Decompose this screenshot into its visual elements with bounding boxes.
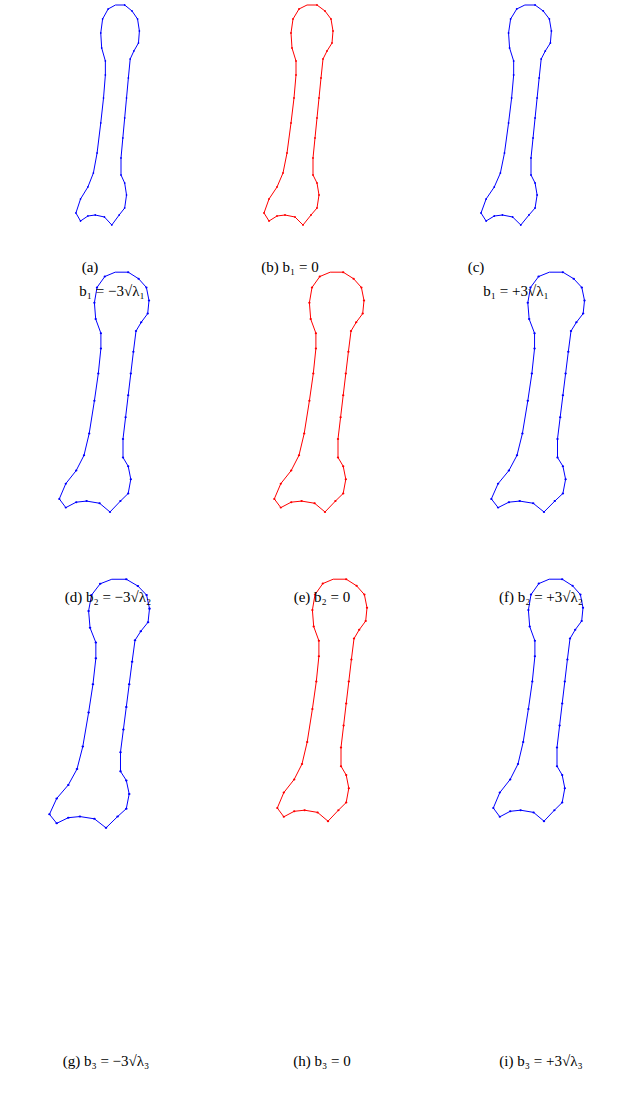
subfigure-caption: (i) b₃ = +3√λ₃ <box>499 1052 582 1070</box>
mean-bone-outline <box>274 272 364 512</box>
bone-outline <box>76 5 139 225</box>
subfigure-caption: b₁ = +3√λ₁ <box>483 282 548 300</box>
subfigure-caption: b₁ = −3√λ₁ <box>79 282 144 300</box>
subfigure-caption: (b) b₁ = 0 <box>261 258 318 276</box>
subfigure-caption: (g) b₃ = −3√λ₃ <box>63 1052 150 1070</box>
subfigure-caption: (d) b₂ = −3√λ₂ <box>65 588 152 606</box>
subfigure-caption: (c) <box>468 258 485 276</box>
subfigure-caption: (f) b₂ = +3√λ₂ <box>499 588 583 606</box>
subfigure-caption: (a) <box>82 258 99 276</box>
bone-outline <box>491 272 584 512</box>
subfigure-caption: (h) b₃ = 0 <box>293 1052 350 1070</box>
bone-outline <box>493 579 583 821</box>
bone-outline <box>59 272 149 512</box>
bone-outline <box>49 579 149 828</box>
mean-bone-outline <box>264 5 333 225</box>
mean-bone-outline <box>277 579 367 821</box>
bone-outline <box>481 5 551 225</box>
subfigure-caption: (e) b₂ = 0 <box>294 588 351 606</box>
